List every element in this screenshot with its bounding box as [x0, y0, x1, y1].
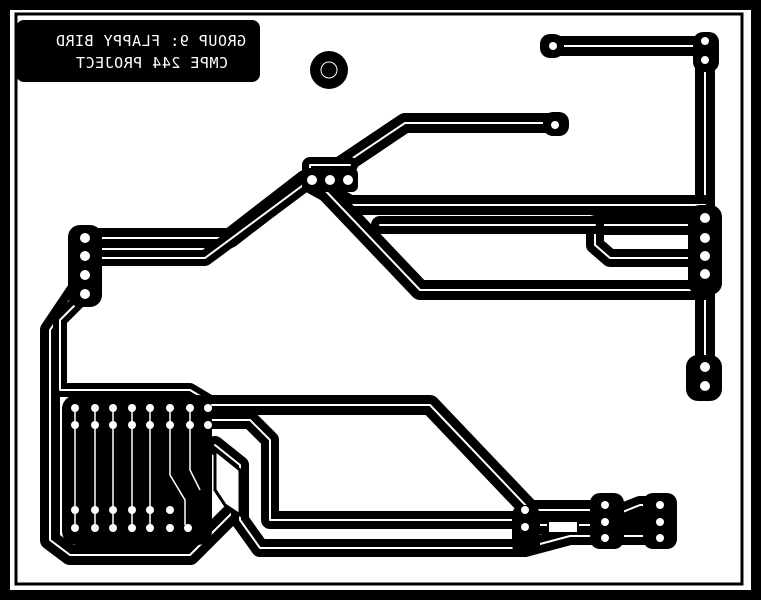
header-pads	[302, 168, 358, 192]
right-connector-pads	[686, 205, 722, 401]
label-line-2: CMPE 244 PROJECT	[76, 54, 229, 72]
left-connector-pads	[68, 225, 102, 307]
ic-footprint	[62, 395, 242, 545]
top-right-pads	[540, 32, 719, 136]
board-inner-border	[14, 12, 744, 586]
bottom-right-pads	[512, 493, 677, 555]
label-line-1: GROUP 9: FLAPPY BIRD	[55, 32, 246, 50]
label-block	[16, 20, 260, 82]
mounting-hole-icon	[310, 51, 348, 89]
